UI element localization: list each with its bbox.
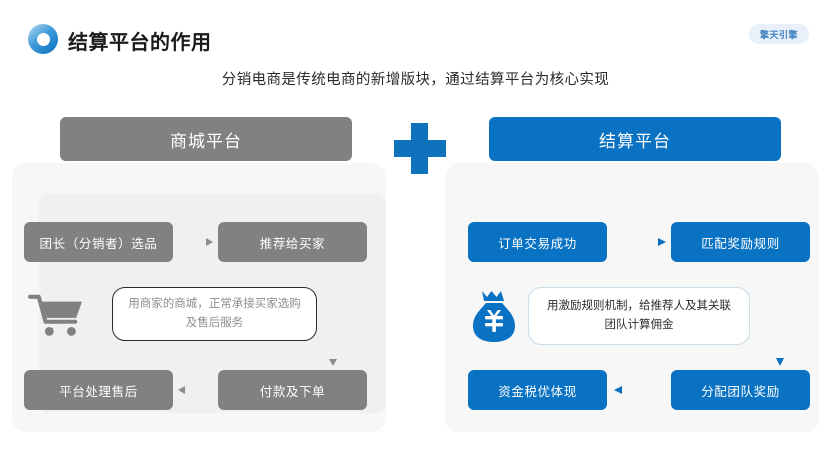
arrow-head	[178, 386, 185, 394]
panel-header-mall-platform: 商城平台	[60, 117, 352, 161]
arrow-mall-bottom-left	[178, 386, 213, 394]
flow-box-mall-top-right[interactable]: 推荐给买家	[218, 222, 367, 262]
plus-icon	[392, 120, 448, 176]
flow-box-settlement-top-left[interactable]: 订单交易成功	[468, 222, 607, 262]
page-title: 结算平台的作用	[68, 32, 212, 54]
ring-logo-icon	[28, 24, 58, 54]
flow-box-settlement-top-right[interactable]: 匹配奖励规则	[671, 222, 810, 262]
flow-box-settlement-bottom-left[interactable]: 资金税优体现	[468, 370, 607, 410]
panel-header-settlement-platform: 结算平台	[489, 117, 781, 161]
arrow-mall-top-right	[178, 238, 213, 246]
note-box-mall-platform: 用商家的商城，正常承接买家选购及售后服务	[112, 287, 317, 341]
note-box-settlement-platform: 用激励规则机制，给推荐人及其关联团队计算佣金	[528, 287, 750, 345]
flow-box-settlement-bottom-right[interactable]: 分配团队奖励	[671, 370, 810, 410]
plus-icon-vertical-bar	[411, 123, 428, 174]
brand-badge: 擎天引擎	[748, 24, 809, 44]
arrow-head	[658, 238, 666, 246]
arrow-mall-right-down	[329, 266, 337, 366]
arrow-head	[329, 359, 337, 366]
arrow-settlement-top-right	[614, 238, 666, 247]
arrow-head	[776, 358, 784, 366]
arrow-settlement-bottom-left	[614, 386, 666, 395]
shopping-cart-icon	[28, 292, 86, 340]
arrow-head	[614, 386, 622, 394]
money-bag-yen-icon	[470, 288, 518, 344]
flow-box-mall-bottom-right[interactable]: 付款及下单	[218, 370, 367, 410]
subtitle: 分销电商是传统电商的新增版块，通过结算平台为核心实现	[221, 72, 610, 88]
flow-box-mall-top-left[interactable]: 团长（分销者）选品	[24, 222, 173, 262]
arrow-head	[206, 238, 213, 246]
arrow-settlement-right-down	[776, 266, 785, 366]
flow-box-mall-bottom-left[interactable]: 平台处理售后	[24, 370, 173, 410]
